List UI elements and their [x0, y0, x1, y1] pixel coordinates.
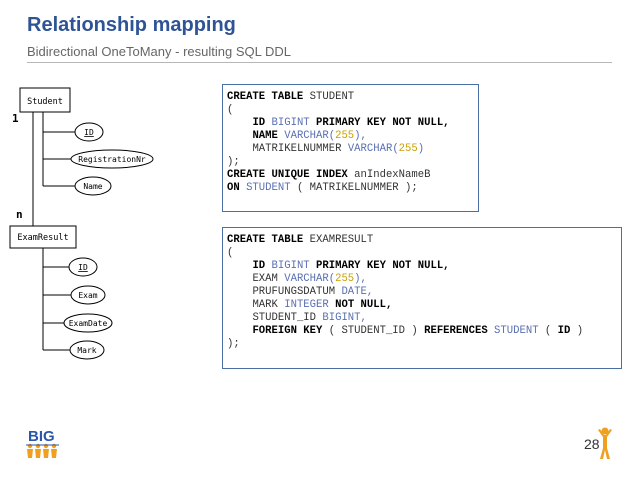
sql-keyword: REFERENCES	[424, 325, 488, 337]
sql-type: INTEGER	[284, 299, 329, 311]
title-divider	[27, 62, 612, 63]
sql-index-cols: ( MATRIKELNUMMER );	[296, 182, 418, 194]
sql-column: ID	[252, 117, 266, 129]
student-attr-registrationnr	[70, 149, 154, 169]
big-logo-figures	[27, 443, 57, 458]
sql-constraint: PRIMARY KEY NOT NULL,	[316, 117, 450, 129]
sql-table-name: STUDENT	[309, 91, 355, 103]
sql-type-end: )	[417, 143, 425, 155]
examresult-attr-mark	[69, 340, 105, 360]
sql-keyword: CREATE TABLE	[227, 91, 304, 103]
sql-examresult-box: CREATE TABLE EXAMRESULT ( ID BIGINT PRIM…	[222, 227, 622, 369]
sql-column: STUDENT_ID	[252, 312, 317, 324]
examresult-attr-id-label: ID	[78, 263, 88, 272]
sql-length: 255	[335, 130, 355, 142]
sql-type: DATE,	[341, 286, 374, 298]
sql-paren: (	[544, 325, 552, 337]
sql-keyword: FOREIGN KEY	[252, 325, 323, 337]
sql-column: PRUFUNGSDATUM	[252, 286, 336, 298]
examresult-attr-examdate	[63, 313, 113, 333]
slide-subtitle: Bidirectional OneToMany - resulting SQL …	[27, 44, 291, 59]
sql-column: EXAM	[252, 273, 278, 285]
student-entity-label: Student	[27, 97, 63, 107]
sql-table-ref: STUDENT	[494, 325, 539, 337]
sql-examresult-code: CREATE TABLE EXAMRESULT ( ID BIGINT PRIM…	[227, 234, 617, 351]
sql-table-name: EXAMRESULT	[309, 234, 374, 246]
examresult-entity-label: ExamResult	[17, 233, 68, 243]
big-logo: BIG	[26, 428, 59, 458]
sql-paren: (	[227, 247, 234, 259]
sql-paren: );	[227, 156, 240, 168]
student-attr-id	[74, 122, 104, 142]
slide-title: Relationship mapping	[27, 14, 236, 36]
sql-type: BIGINT,	[322, 312, 367, 324]
examresult-multiplicity: n	[16, 208, 23, 221]
sql-fk-cols: ( STUDENT_ID )	[328, 325, 418, 337]
sql-constraint: PRIMARY KEY NOT NULL,	[316, 260, 450, 272]
sql-type: VARCHAR(	[284, 273, 336, 285]
sql-type: BIGINT	[271, 260, 310, 272]
examresult-attr-examdate-label: ExamDate	[69, 319, 108, 328]
sql-type: VARCHAR(	[347, 143, 399, 155]
sql-column: MATRIKELNUMMER	[252, 143, 342, 155]
examresult-attr-exam	[70, 285, 106, 305]
student-multiplicity: 1	[12, 112, 19, 125]
sql-table-ref: STUDENT	[246, 182, 291, 194]
examresult-attr-id	[68, 257, 98, 277]
student-attr-id-label: ID	[84, 128, 94, 137]
sql-student-box: CREATE TABLE STUDENT ( ID BIGINT PRIMARY…	[222, 84, 479, 212]
student-entity	[19, 87, 71, 113]
sql-length: 255	[398, 143, 418, 155]
big-logo-text: BIG	[28, 428, 55, 445]
student-attr-name-label: Name	[83, 182, 102, 191]
sql-student-code: CREATE TABLE STUDENT ( ID BIGINT PRIMARY…	[227, 91, 474, 195]
sql-type-end: ),	[354, 273, 367, 285]
sql-column: NAME	[252, 130, 278, 142]
sql-length: 255	[335, 273, 355, 285]
sql-index-name: anIndexNameB	[354, 169, 431, 181]
sql-type-end: ),	[354, 130, 367, 142]
examresult-attr-mark-label: Mark	[77, 346, 96, 355]
sql-constraint: NOT NULL,	[335, 299, 393, 311]
sql-keyword: CREATE UNIQUE INDEX	[227, 169, 348, 181]
sql-paren: (	[227, 104, 234, 116]
sql-keyword: CREATE TABLE	[227, 234, 304, 246]
examresult-attr-exam-label: Exam	[78, 291, 97, 300]
page-number: 28	[584, 436, 600, 452]
sql-paren: )	[576, 325, 584, 337]
student-attr-name	[74, 176, 112, 196]
sql-type: VARCHAR(	[284, 130, 336, 142]
figure-icon	[598, 427, 612, 459]
sql-type: BIGINT	[271, 117, 310, 129]
sql-column: ID	[252, 260, 266, 272]
sql-column: ID	[557, 325, 571, 337]
student-attr-registrationnr-label: RegistrationNr	[78, 155, 146, 164]
sql-column: MARK	[252, 299, 278, 311]
sql-keyword: ON	[227, 182, 240, 194]
sql-paren: );	[227, 338, 240, 350]
